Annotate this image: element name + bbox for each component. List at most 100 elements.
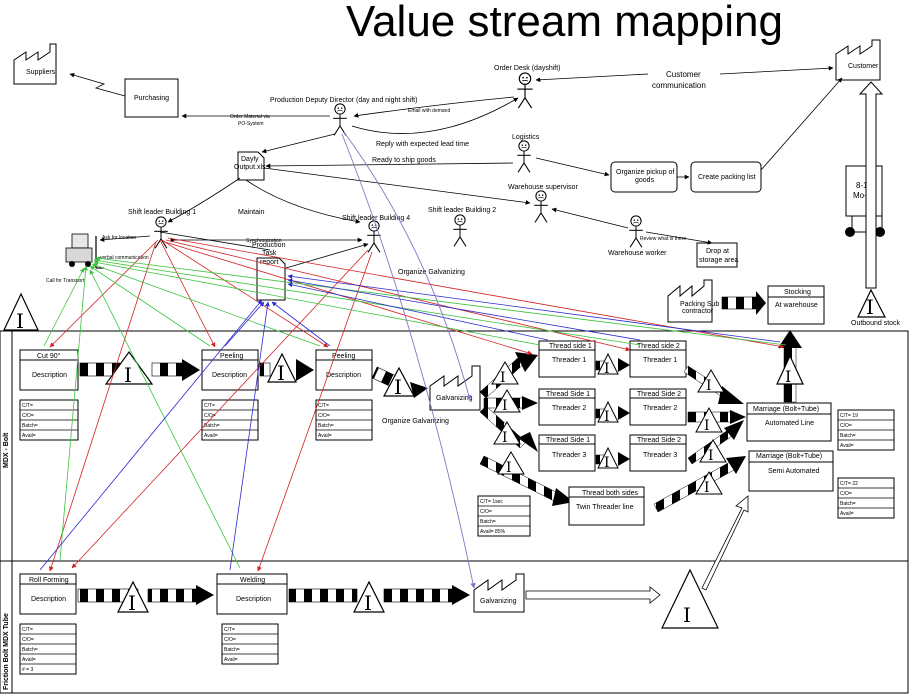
data-box-row: Batch= <box>204 423 220 429</box>
order-desk-person-icon <box>516 72 534 109</box>
process-data-box: C/T=C/O=Batch=Avail= <box>221 623 279 665</box>
push-arrow-3-head <box>410 382 428 398</box>
create-packing-list-box <box>690 161 762 193</box>
process-data-box: C/T=C/O=Batch=Avail= <box>201 399 259 441</box>
process-name: Marriage (Bolt+Tube) <box>753 406 819 413</box>
data-box-row: # = 3 <box>22 667 33 673</box>
process-desc: Threader 3 <box>552 452 586 459</box>
data-box-row: C/O= <box>22 637 34 643</box>
inventory-triangle <box>267 352 297 383</box>
inventory-symbol: I <box>128 591 136 615</box>
process-roll-forming: Roll Forming Description <box>19 573 77 615</box>
galvanizing-to-stock-arrow <box>525 586 661 604</box>
production-report-label-3: report <box>260 259 278 266</box>
process-desc: Threader 2 <box>643 405 677 412</box>
green-info-line <box>59 265 89 561</box>
process-cut-90: Cut 90° Description <box>19 349 79 391</box>
process-desc: Description <box>326 372 361 379</box>
output-to-supervisor-line <box>263 167 531 205</box>
order-material-label-2: PO-System <box>238 121 264 127</box>
marriage-to-stocking-arrow: I <box>776 330 804 403</box>
data-box-row: Batch= <box>840 433 856 439</box>
galvanizing-bottom-label: Galvanizing <box>480 598 517 605</box>
stocking-box <box>767 285 825 325</box>
maintain-label: Maintain <box>238 209 265 216</box>
reply-lead-time-line <box>351 97 519 134</box>
outbound-stock-label: Outbound stock <box>851 320 901 327</box>
inventory-triangle <box>104 350 154 385</box>
shift-leader-2-person-icon <box>452 214 468 247</box>
raw-material-inventory-triangle <box>3 292 39 331</box>
process-thread-both-sides: Thread both sides Twin Threader line <box>568 486 645 526</box>
customer-comm-line-left <box>535 73 649 83</box>
email-demand-line <box>353 96 515 118</box>
warehouse-worker-person-icon <box>628 215 644 248</box>
customer-label: Customer <box>848 63 879 70</box>
red-info-line <box>49 239 159 348</box>
maintain-line <box>167 177 241 223</box>
inter-thread-inventory: I I I <box>595 352 630 471</box>
suppliers-label: Suppliers <box>26 69 56 76</box>
process-thread-side-1-b: Thread Side 1 Threader 2 <box>538 388 596 426</box>
shift-leader-1-label: Shift leader Building 1 <box>128 209 196 216</box>
inventory-symbol: I <box>506 460 512 476</box>
process-thread-side-1-a: Thread side 1 Threader 1 <box>538 340 596 378</box>
shift-leader-2-label: Shift leader Building 2 <box>428 207 496 214</box>
process-data-box: C/T=C/O=Batch=Avail= <box>19 399 79 441</box>
green-info-line <box>91 263 321 347</box>
stocking-label: Stocking <box>784 289 811 296</box>
order-desk-label: Order Desk (dayshift) <box>494 65 561 72</box>
suppliers-factory-icon: Suppliers <box>13 43 57 85</box>
call-for-transport-label: Call for Transport <box>46 278 85 284</box>
galvanizing-top-label: Galvanizing <box>436 395 473 402</box>
data-box-row: C/T= <box>204 403 215 409</box>
colored-information-lines <box>39 131 787 589</box>
blue-info-line <box>229 301 270 571</box>
report-to-leader1-line <box>159 231 271 251</box>
process-data-box: C/T= 19C/O=Batch=Avail= <box>837 409 895 451</box>
inventory-symbol: I <box>277 361 285 385</box>
daily-output-label-1: Dayly <box>241 156 259 163</box>
logistics-to-pickup-line <box>535 157 610 177</box>
process-desc: Description <box>32 372 67 379</box>
inventory-symbol: I <box>502 398 508 414</box>
purchasing-label: Purchasing <box>134 95 169 102</box>
blue-info-line <box>287 278 641 341</box>
inventory-symbol: I <box>502 430 508 446</box>
process-data-box: C/T=C/O=Batch=Avail=# = 3 <box>19 623 77 675</box>
email-demand-label: Email with demand <box>408 108 450 114</box>
ask-for-location-label: Ask for location <box>102 235 136 241</box>
inventory-symbol: I <box>604 409 610 425</box>
push-arrow-5b <box>383 588 455 603</box>
logistics-person-icon <box>516 140 532 173</box>
red-info-line <box>161 239 329 348</box>
purple-galvanizing-line <box>341 133 476 589</box>
push-arrow-5 <box>288 588 358 603</box>
process-desc: Twin Threader line <box>576 504 634 511</box>
electronic-order-line <box>69 72 126 97</box>
customer-communication-label-2: communication <box>652 81 706 90</box>
process-name: Cut 90° <box>37 352 61 360</box>
verbal-communication-label: verbal communication <box>100 255 149 261</box>
drop-storage-box <box>696 242 738 268</box>
worker-to-drop-line <box>645 231 713 245</box>
red-info-line <box>71 249 369 569</box>
data-box-row: C/O= <box>224 637 236 643</box>
threaders-to-marriage-arrows: I I I I <box>653 365 746 513</box>
report-to-leader4-line <box>285 242 369 269</box>
purchasing-box <box>124 78 179 118</box>
blue-info-line <box>287 282 549 341</box>
shipment-arrow <box>858 81 884 289</box>
galvanizing-factory-bottom: Galvanizing <box>473 573 525 613</box>
push-arrow-4b <box>147 588 199 603</box>
data-box-row: C/T= <box>318 403 329 409</box>
process-desc: Threader 2 <box>552 405 586 412</box>
inventory-symbol: I <box>394 375 402 399</box>
inventory-symbol: I <box>124 363 132 387</box>
process-desc: Description <box>31 596 66 603</box>
process-thread-side-2-c: Thread Side 2 Threader 3 <box>629 434 687 472</box>
data-box-row: C/T= <box>22 403 33 409</box>
process-peeling-2: Peeling Description <box>315 349 373 391</box>
process-data-box: C/T=C/O=Batch=Avail= <box>315 399 373 441</box>
